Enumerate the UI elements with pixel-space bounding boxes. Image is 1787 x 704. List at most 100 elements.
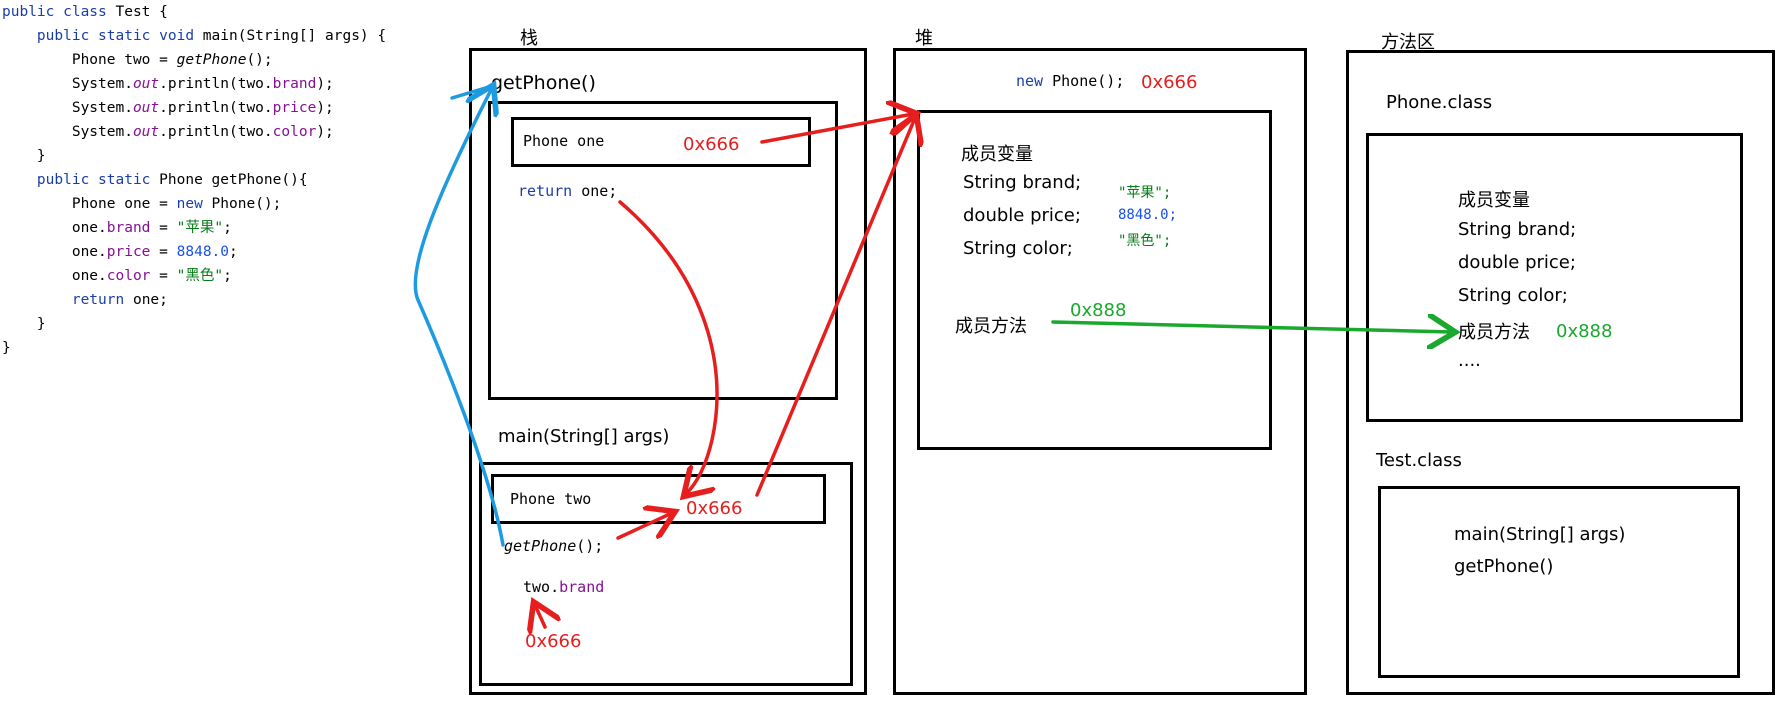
code-line: }: [2, 144, 386, 168]
code-field: brand: [559, 578, 605, 596]
class-color-decl: String color;: [1458, 285, 1568, 306]
code-text: System.: [2, 76, 133, 92]
code-line: Phone one = new Phone();: [2, 192, 386, 216]
getphone-frame: [488, 101, 838, 400]
test-main-method: main(String[] args): [1454, 524, 1626, 545]
code-field: color: [272, 124, 317, 140]
phone-class-label: Phone.class: [1386, 92, 1493, 113]
heap-brand-value: "苹果";: [1118, 185, 1172, 201]
code-text: two.: [523, 578, 560, 596]
code-field: color: [106, 268, 151, 284]
brand-access-arrow: [535, 605, 545, 627]
code-line: public static void main(String[] args) {: [2, 24, 386, 48]
method-ref-arrow: [1051, 322, 1452, 332]
code-text: Phone();: [1043, 72, 1125, 90]
code-text: one.: [2, 268, 107, 284]
code-line: }: [2, 312, 386, 336]
code-static-field: out: [132, 76, 160, 92]
code-line: one.color = "黑色";: [2, 264, 386, 288]
heap-members-label: 成员变量: [961, 144, 1033, 165]
method-area-region: [1346, 50, 1775, 695]
class-members-label: 成员变量: [1458, 190, 1530, 211]
code-keyword: return: [518, 182, 573, 200]
main-frame-label: main(String[] args): [498, 426, 670, 447]
call-arrow: [413, 88, 505, 547]
heap-color-value: "黑色";: [1118, 233, 1172, 249]
code-field: price: [272, 100, 317, 116]
code-text: ();: [576, 537, 604, 555]
code-keyword: new: [1016, 72, 1044, 90]
code-text: Test {: [106, 4, 168, 20]
code-text: );: [316, 100, 334, 116]
source-code: public class Test { public static void m…: [2, 0, 386, 360]
code-line: one.brand = "苹果";: [2, 216, 386, 240]
test-class-box: [1378, 486, 1740, 678]
heap-title: 堆: [915, 28, 933, 49]
code-text: ;: [223, 220, 232, 236]
code-text: Phone getPhone(){: [150, 172, 308, 188]
return-statement: return one;: [518, 182, 617, 200]
getphone-frame-label: getPhone(): [491, 72, 596, 94]
code-text: Phone one =: [2, 196, 177, 212]
code-field: price: [106, 244, 151, 260]
method-area-title: 方法区: [1381, 32, 1435, 53]
code-string: "黑色": [176, 268, 224, 284]
code-line: return one;: [2, 288, 386, 312]
phone-one-var: Phone one: [523, 132, 605, 150]
two-brand-address: 0x666: [525, 631, 582, 652]
code-text: System.: [2, 124, 133, 140]
phone-one-address: 0x666: [683, 134, 740, 155]
heap-price-decl: double price;: [963, 205, 1081, 226]
call-arrow-tail: [450, 84, 494, 100]
class-methods-label: 成员方法: [1458, 322, 1530, 343]
code-text: ;: [223, 268, 232, 284]
code-text: .println(two.: [159, 124, 273, 140]
code-text: Phone();: [202, 196, 282, 212]
code-field: brand: [272, 76, 317, 92]
code-string: "苹果": [176, 220, 224, 236]
class-price-decl: double price;: [1458, 252, 1576, 273]
code-text: }: [2, 340, 11, 356]
code-line: System.out.println(two.price);: [2, 96, 386, 120]
main-frame: [479, 462, 853, 686]
phone-object: [917, 110, 1272, 450]
code-keyword: public class: [2, 4, 107, 20]
phone-class-box: [1366, 133, 1743, 422]
code-keyword: new: [176, 196, 203, 212]
code-text: );: [316, 124, 334, 140]
code-text: ;: [229, 244, 238, 260]
code-text: one.: [2, 244, 107, 260]
code-static-field: out: [132, 100, 160, 116]
code-line: }: [2, 336, 386, 360]
code-field: brand: [106, 220, 151, 236]
getphone-call: getPhone();: [504, 537, 603, 555]
code-method-call: getPhone: [504, 537, 577, 555]
code-keyword: public static void: [36, 28, 195, 44]
code-method-call: getPhone: [176, 52, 247, 68]
code-text: one;: [124, 292, 168, 308]
heap-methods-address: 0x888: [1070, 300, 1127, 321]
heap-object-address: 0x666: [1141, 72, 1198, 93]
two-to-heap-arrow: [755, 118, 915, 497]
heap-methods-label: 成员方法: [955, 316, 1027, 337]
test-class-label: Test.class: [1376, 450, 1462, 471]
code-text: System.: [2, 100, 133, 116]
code-text: ();: [246, 52, 273, 68]
code-line: Phone two = getPhone();: [2, 48, 386, 72]
code-text: Phone two =: [2, 52, 177, 68]
stack-region: [469, 48, 867, 695]
code-text: }: [2, 148, 46, 164]
phone-two-var: Phone two: [510, 490, 592, 508]
stack-title: 栈: [520, 28, 538, 49]
heap-brand-decl: String brand;: [963, 172, 1082, 193]
code-text: .println(two.: [159, 100, 273, 116]
code-line: public class Test {: [2, 0, 386, 24]
phone-one-slot: [511, 117, 811, 167]
code-text: main(String[] args) {: [194, 28, 387, 44]
code-line: public static Phone getPhone(){: [2, 168, 386, 192]
code-text: .println(two.: [159, 76, 273, 92]
code-text: =: [150, 220, 177, 236]
heap-region: [893, 48, 1307, 695]
new-phone-expr: new Phone();: [1016, 72, 1124, 90]
one-to-heap-arrow: [760, 114, 913, 144]
